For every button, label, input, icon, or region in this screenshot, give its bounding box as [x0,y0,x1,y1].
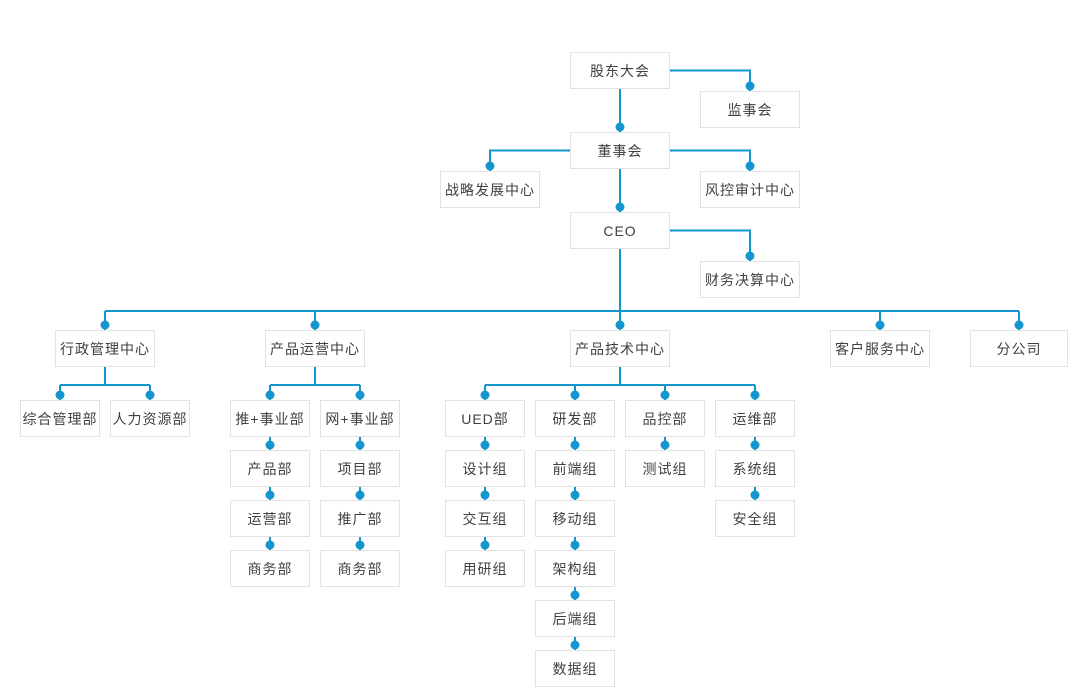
org-node-ued-dept: UED部 [445,400,525,437]
org-node-business-dept-wang: 商务部 [320,550,400,587]
org-node-strategy-development-center: 战略发展中心 [440,171,540,208]
org-node-rd-dept: 研发部 [535,400,615,437]
connector-dot [480,440,490,450]
org-node-customer-service-center: 客户服务中心 [830,330,930,367]
org-node-ops-maintenance-dept: 运维部 [715,400,795,437]
org-node-product-dept: 产品部 [230,450,310,487]
connector-dot [750,390,760,400]
org-node-shareholders-meeting: 股东大会 [570,52,670,89]
org-node-branch-company: 分公司 [970,330,1068,367]
connector-dot [570,540,580,550]
connector-dot [570,490,580,500]
org-node-business-dept-tui: 商务部 [230,550,310,587]
connector-dot [480,390,490,400]
connector-dot [750,490,760,500]
connector-dot [480,540,490,550]
connector-dot [660,390,670,400]
connector-dot [355,490,365,500]
connector-dot [145,390,155,400]
org-node-financial-settlement-center: 财务决算中心 [700,261,800,298]
connector-dot [570,640,580,650]
org-node-board-of-directors: 董事会 [570,132,670,169]
connector-dot [615,320,625,330]
connector-dot [745,81,755,91]
connector-dot [1014,320,1024,330]
org-node-product-technology-center: 产品技术中心 [570,330,670,367]
org-node-operation-dept: 运营部 [230,500,310,537]
connector-dot [745,251,755,261]
org-node-supervisory-board: 监事会 [700,91,800,128]
org-node-quality-control-dept: 品控部 [625,400,705,437]
org-node-testing-group: 测试组 [625,450,705,487]
org-node-backend-group: 后端组 [535,600,615,637]
org-node-security-group: 安全组 [715,500,795,537]
connector-dot [355,440,365,450]
connector-dot [100,320,110,330]
connector-dot [485,161,495,171]
connector-dot [660,440,670,450]
org-node-wang-business-unit: 网+事业部 [320,400,400,437]
org-node-tui-business-unit: 推+事业部 [230,400,310,437]
org-node-architecture-group: 架构组 [535,550,615,587]
org-node-system-group: 系统组 [715,450,795,487]
connector-dot [355,540,365,550]
connector-dot [570,590,580,600]
org-node-project-dept: 项目部 [320,450,400,487]
connector-dot [615,122,625,132]
connector-dot [750,440,760,450]
org-node-human-resources-dept: 人力资源部 [110,400,190,437]
org-node-risk-audit-center: 风控审计中心 [700,171,800,208]
org-node-promotion-dept: 推广部 [320,500,400,537]
connector-dot [265,490,275,500]
org-node-frontend-group: 前端组 [535,450,615,487]
connector-line [670,229,751,261]
org-node-interaction-group: 交互组 [445,500,525,537]
connector-line [670,149,751,171]
connector-line [670,69,751,91]
org-node-mobile-group: 移动组 [535,500,615,537]
org-node-ceo: CEO [570,212,670,249]
connector-dot [570,390,580,400]
connector-dot [615,202,625,212]
org-node-design-group: 设计组 [445,450,525,487]
connector-dot [265,390,275,400]
connector-dot [355,390,365,400]
connector-dot [310,320,320,330]
connector-dot [875,320,885,330]
connector-dot [745,161,755,171]
org-node-data-group: 数据组 [535,650,615,687]
org-node-product-operation-center: 产品运营中心 [265,330,365,367]
connector-dot [570,440,580,450]
connector-dot [55,390,65,400]
connector-dot [265,540,275,550]
connector-line [489,149,570,171]
org-node-admin-management-center: 行政管理中心 [55,330,155,367]
org-node-user-research-group: 用研组 [445,550,525,587]
connector-dot [480,490,490,500]
connector-dot [265,440,275,450]
org-node-general-management-dept: 综合管理部 [20,400,100,437]
